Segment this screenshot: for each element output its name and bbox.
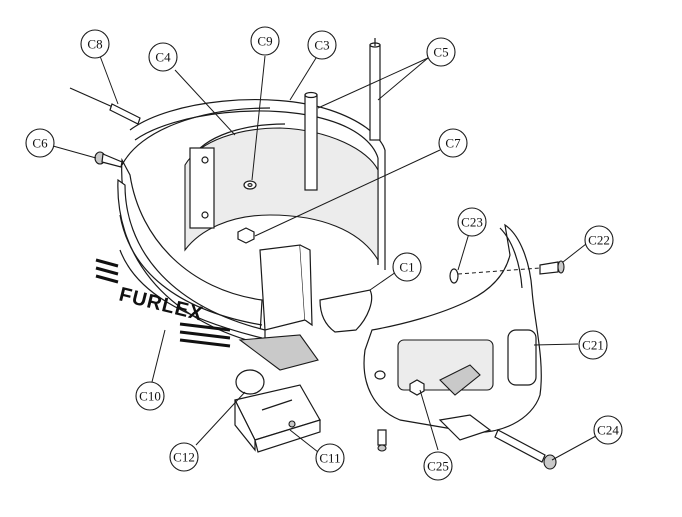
housing-slot bbox=[507, 329, 537, 386]
long-bolt bbox=[494, 429, 557, 470]
callout-label-c3: C3 bbox=[314, 38, 329, 53]
callout-c11: C11 bbox=[315, 443, 345, 473]
housing-screw bbox=[539, 260, 565, 275]
callout-label-c11: C11 bbox=[319, 451, 340, 466]
callout-c9: C9 bbox=[250, 26, 280, 56]
callout-label-c1: C1 bbox=[399, 260, 414, 275]
callout-c6: C6 bbox=[25, 128, 55, 158]
hex-nut bbox=[237, 227, 255, 244]
callout-label-c12: C12 bbox=[173, 450, 195, 465]
callout-c25: C25 bbox=[423, 451, 453, 481]
callout-label-c22: C22 bbox=[588, 233, 610, 248]
callout-c10: C10 bbox=[135, 381, 165, 411]
callout-label-c23: C23 bbox=[461, 215, 483, 230]
callout-c1: C1 bbox=[392, 252, 422, 282]
housing-nut bbox=[409, 379, 425, 396]
callout-label-c5: C5 bbox=[433, 45, 448, 60]
callout-c7: C7 bbox=[438, 128, 468, 158]
pin bbox=[69, 87, 141, 125]
screw bbox=[94, 151, 123, 168]
ball bbox=[235, 369, 265, 395]
inner-drum bbox=[184, 127, 379, 262]
callout-label-c9: C9 bbox=[257, 34, 272, 49]
leader-lines bbox=[52, 55, 597, 461]
callout-label-c8: C8 bbox=[87, 37, 102, 52]
rods bbox=[304, 38, 381, 191]
drum-bracket bbox=[238, 244, 373, 371]
callout-label-c25: C25 bbox=[427, 459, 449, 474]
housing-washer bbox=[449, 268, 459, 284]
callout-c22: C22 bbox=[584, 225, 614, 255]
housing bbox=[363, 223, 542, 433]
callout-c23: C23 bbox=[457, 207, 487, 237]
callout-c4: C4 bbox=[148, 42, 178, 72]
callout-label-c7: C7 bbox=[445, 136, 461, 151]
callout-label-c24: C24 bbox=[597, 423, 619, 438]
housing-assembly bbox=[363, 223, 565, 470]
callout-c3: C3 bbox=[307, 30, 337, 60]
callout-c21: C21 bbox=[578, 330, 608, 360]
callout-c24: C24 bbox=[593, 415, 623, 445]
drum-assembly: FURLEX bbox=[69, 38, 386, 371]
callout-c8: C8 bbox=[80, 29, 110, 59]
callout-label-c10: C10 bbox=[139, 389, 161, 404]
callout-label-c21: C21 bbox=[582, 338, 604, 353]
callout-c5: C5 bbox=[426, 37, 456, 67]
callout-c12: C12 bbox=[169, 442, 199, 472]
callouts: C8 C4 C9 C3 C5 C6 C7 C23 C22 C1 C21 C10 … bbox=[25, 26, 623, 481]
callout-label-c4: C4 bbox=[155, 50, 171, 65]
clamp-assembly bbox=[234, 369, 321, 453]
callout-label-c6: C6 bbox=[32, 136, 48, 151]
